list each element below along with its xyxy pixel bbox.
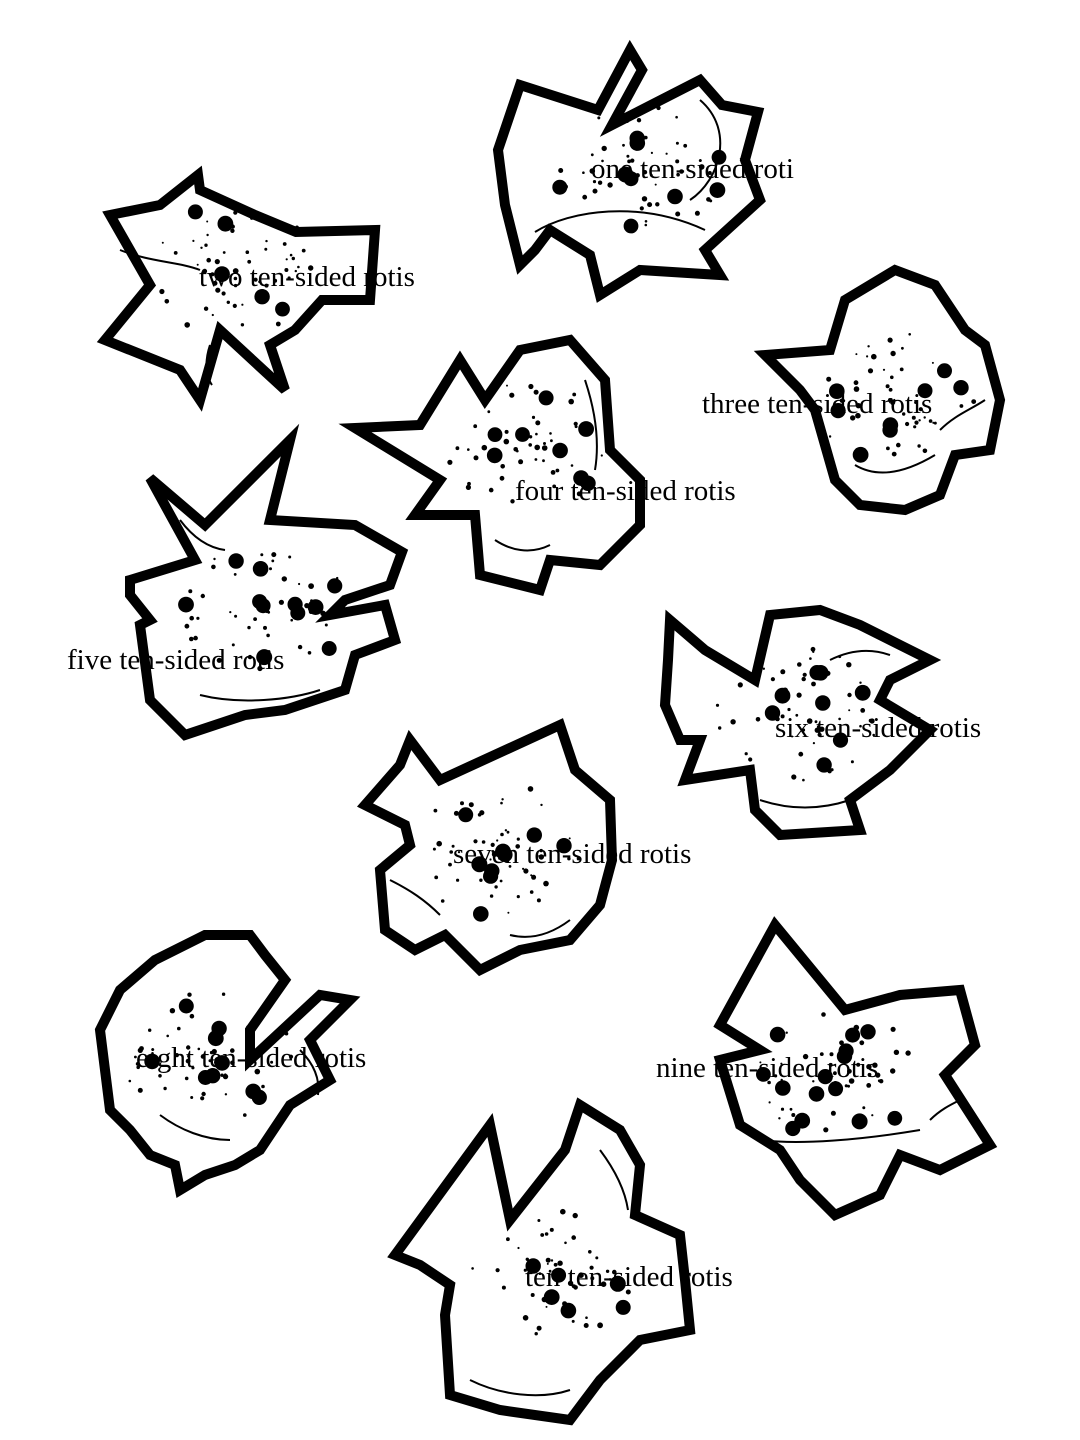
roti-label-6: six ten-sided rotis	[775, 712, 982, 744]
roti-label-3: three ten-sided rotis	[702, 388, 933, 420]
roti-shape-5	[125, 423, 409, 741]
roti-speckles-5	[178, 552, 343, 672]
roti-shape-7	[356, 718, 618, 977]
roti-label-1: one ten-sided roti	[591, 153, 794, 185]
roti-speckles-8	[128, 992, 294, 1117]
roti-speckles-2	[159, 203, 314, 328]
roti-shape-3	[753, 264, 1006, 516]
roti-shape-2	[96, 165, 381, 412]
roti-label-4: four ten-sided rotis	[515, 475, 736, 507]
roti-label-5: five ten-sided rotis	[67, 644, 285, 676]
roti-speckles-4	[447, 383, 603, 504]
roti-speckles-9	[756, 1012, 911, 1137]
roti-shape-10	[387, 1097, 696, 1426]
roti-speckles-1	[552, 105, 727, 234]
roti-label-9: nine ten-sided rotis	[656, 1052, 879, 1084]
roti-shape-9	[713, 916, 998, 1221]
roti-speckles-7	[432, 786, 581, 922]
roti-speckles-6	[715, 646, 875, 782]
roti-label-10: ten ten-sided rotis	[525, 1261, 733, 1293]
roti-label-8: eight ten-sided rotis	[136, 1042, 367, 1074]
roti-label-2: two ten-sided rotis	[199, 261, 415, 293]
roti-shape-6	[659, 604, 942, 841]
roti-speckles-10	[471, 1208, 631, 1336]
roti-label-7: seven ten-sided rotis	[453, 838, 692, 870]
roti-speckles-3	[814, 333, 977, 463]
